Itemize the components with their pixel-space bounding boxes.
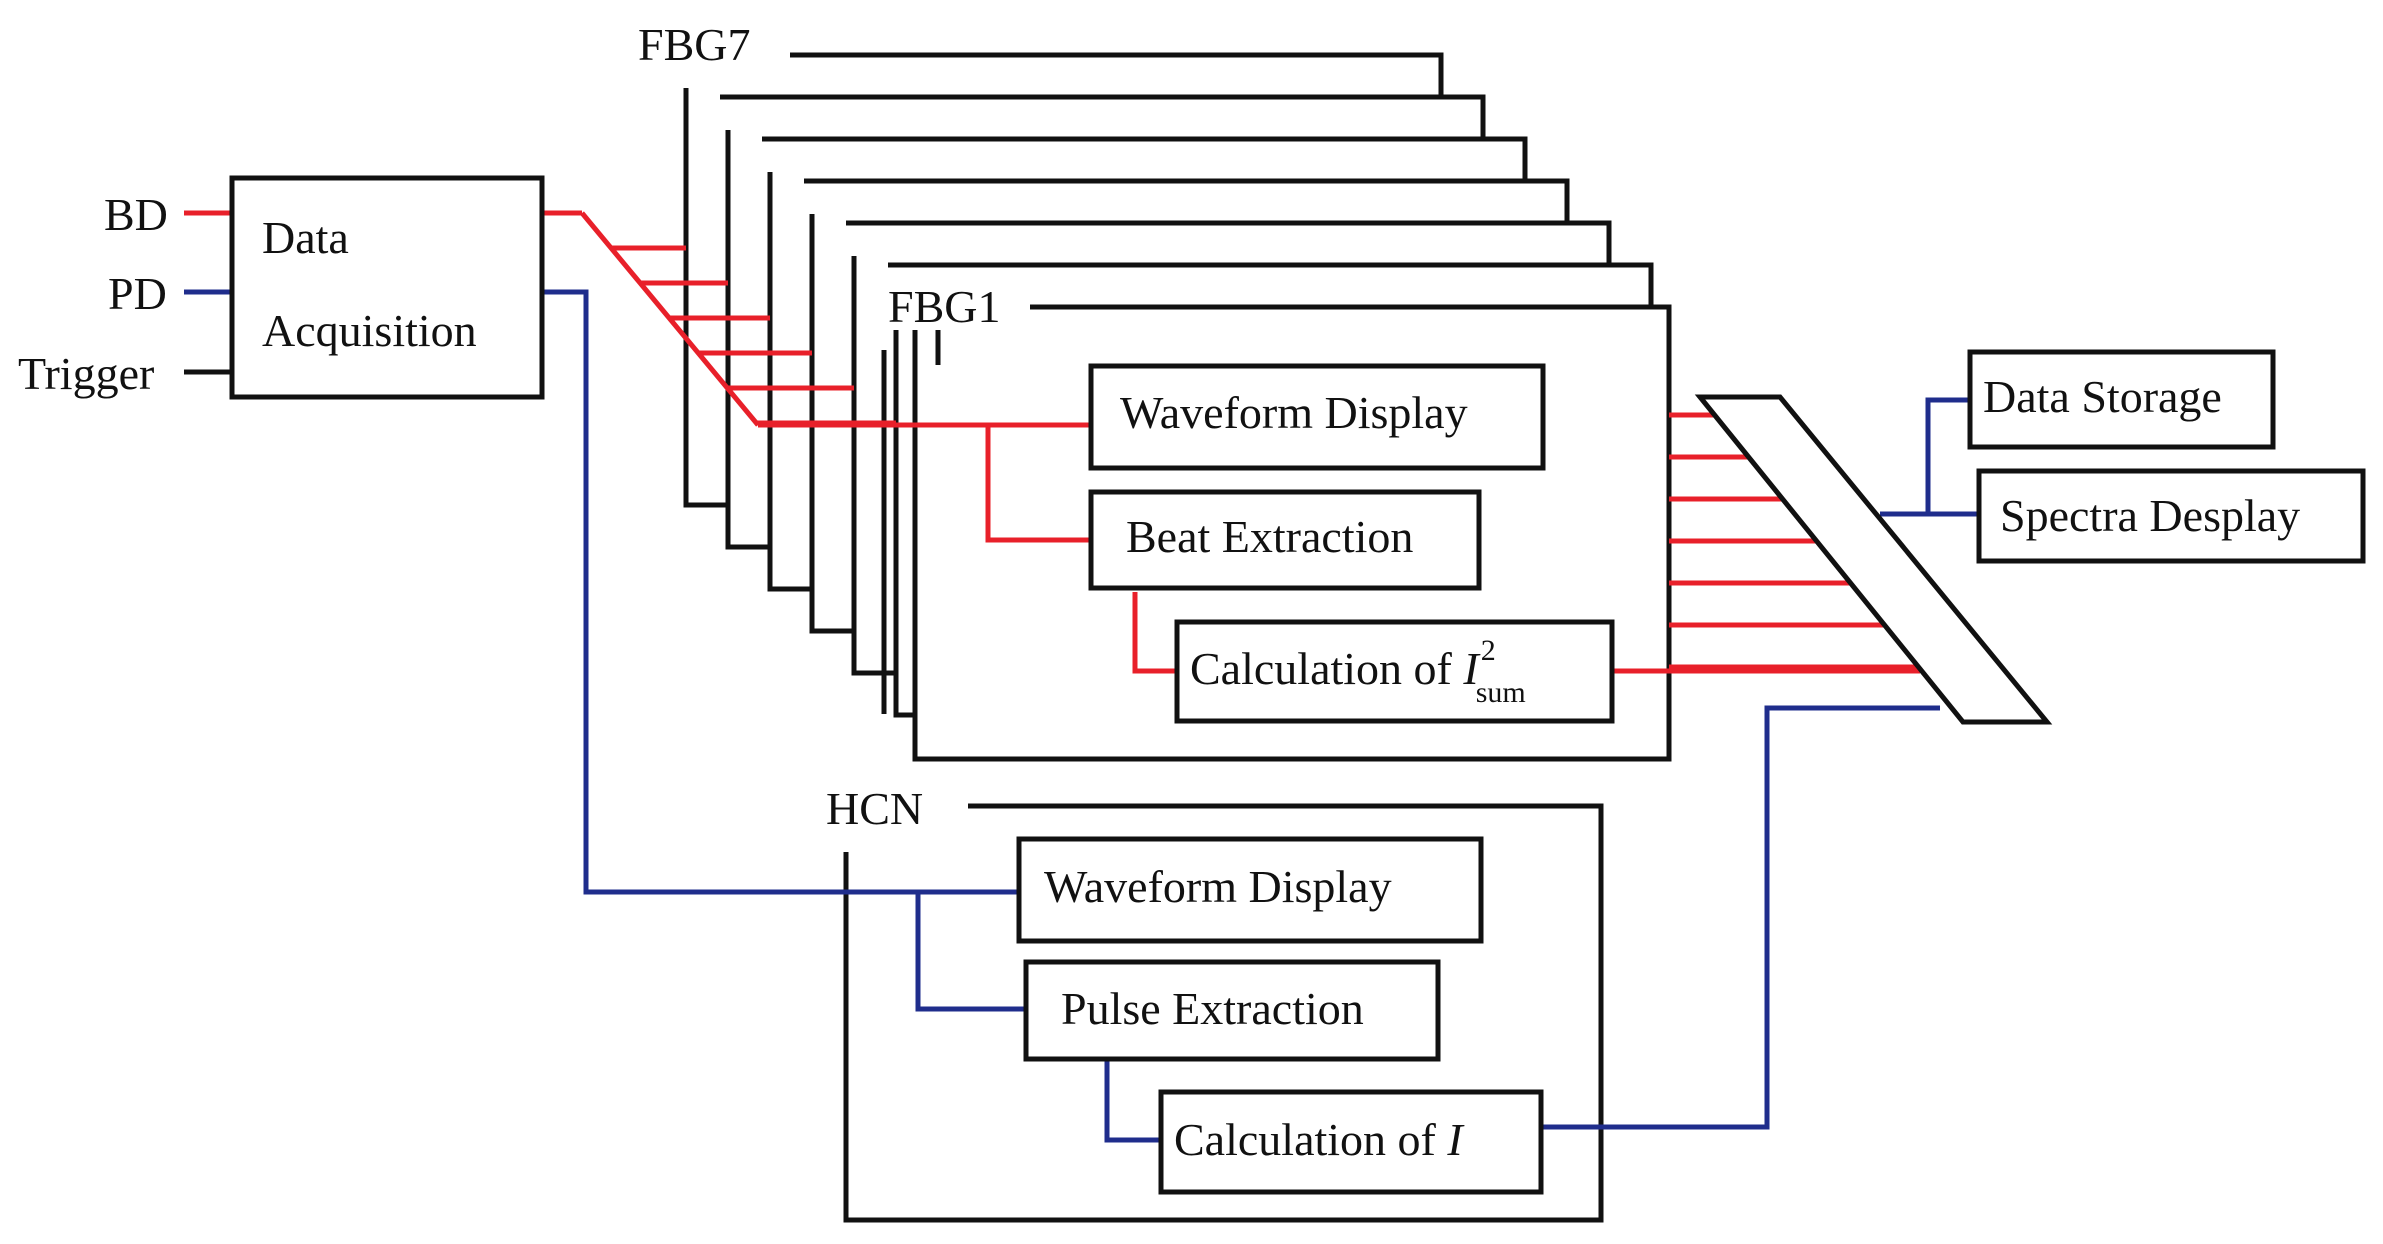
fbg-waveform-display-box [1088,363,1546,471]
calc-isum-var: I [1462,643,1481,694]
acquisition-line1: Data [262,212,349,263]
fbg-waveform-display-label: Waveform Display [1120,387,1468,438]
calc-isum-sub: sum [1476,676,1526,709]
red-to-beat-line [985,425,1091,543]
bd-signal-lines [184,210,1920,674]
pd-signal-lines [184,289,1979,1143]
spectra-display-label: Spectra Desplay [2000,490,2300,541]
blue-calc-out-line [1541,705,1940,1130]
fbg-frame-top-edge [720,94,1486,138]
calc-isum-box [1174,619,1615,724]
calc-isum-prefix: Calculation of [1190,643,1463,694]
calc-i-label: Calculation of I [1174,1114,1465,1165]
hcn-waveform-display-box [1016,836,1484,944]
calc-i-prefix: Calculation of [1174,1114,1447,1165]
fbg-frame-top-edge [790,52,1444,96]
blue-to-storage-line [1925,397,1970,514]
red-output-tap-lines [1669,412,1919,670]
blue-to-hcn-waveform-line [542,289,1019,895]
blue-to-pulse-line [915,892,1026,1012]
fbg-frame-left-edge [683,88,728,508]
fbg1-label-bg [885,285,1030,330]
calc-isum-label: Calculation of I2 sum [1190,634,1526,709]
red-to-calc-line [1132,592,1177,674]
data-storage-label: Data Storage [1983,371,2222,422]
fbg7-label: FBG7 [638,19,750,70]
calc-i-var: I [1446,1114,1465,1165]
fbg7-label-bg [630,30,778,75]
fbg-frame-top-edge [762,136,1528,180]
fbg-frame-top-edge [846,220,1612,264]
data-storage-box [1967,349,2276,450]
signal-combiner [1694,394,2053,725]
hcn-waveform-display-label: Waveform Display [1044,861,1392,912]
spectra-display-box [1976,468,2366,564]
calc-isum-sup: 2 [1481,634,1496,667]
bd-label: BD [104,189,168,240]
beat-extraction-label: Beat Extraction [1126,511,1413,562]
fbg-frame-left-edge [725,130,770,550]
blue-to-calc-line [1104,1059,1161,1143]
trigger-label: Trigger [18,348,154,399]
data-acquisition-box [229,175,545,400]
fbg1-label: FBG1 [888,281,1000,332]
calc-i-box [1158,1089,1544,1195]
beat-extraction-box [1088,489,1482,591]
fbg-frame-top-edge [888,262,1654,306]
hcn-frame [843,803,1604,1223]
acquisition-line2: Acquisition [262,305,477,356]
hcn-label: HCN [826,783,923,834]
pulse-extraction-box [1023,959,1441,1062]
pulse-extraction-label: Pulse Extraction [1061,983,1364,1034]
fbg-frame-left-edge [767,172,812,592]
fbg-frame-top-edge [804,178,1570,222]
pd-label: PD [108,268,167,319]
